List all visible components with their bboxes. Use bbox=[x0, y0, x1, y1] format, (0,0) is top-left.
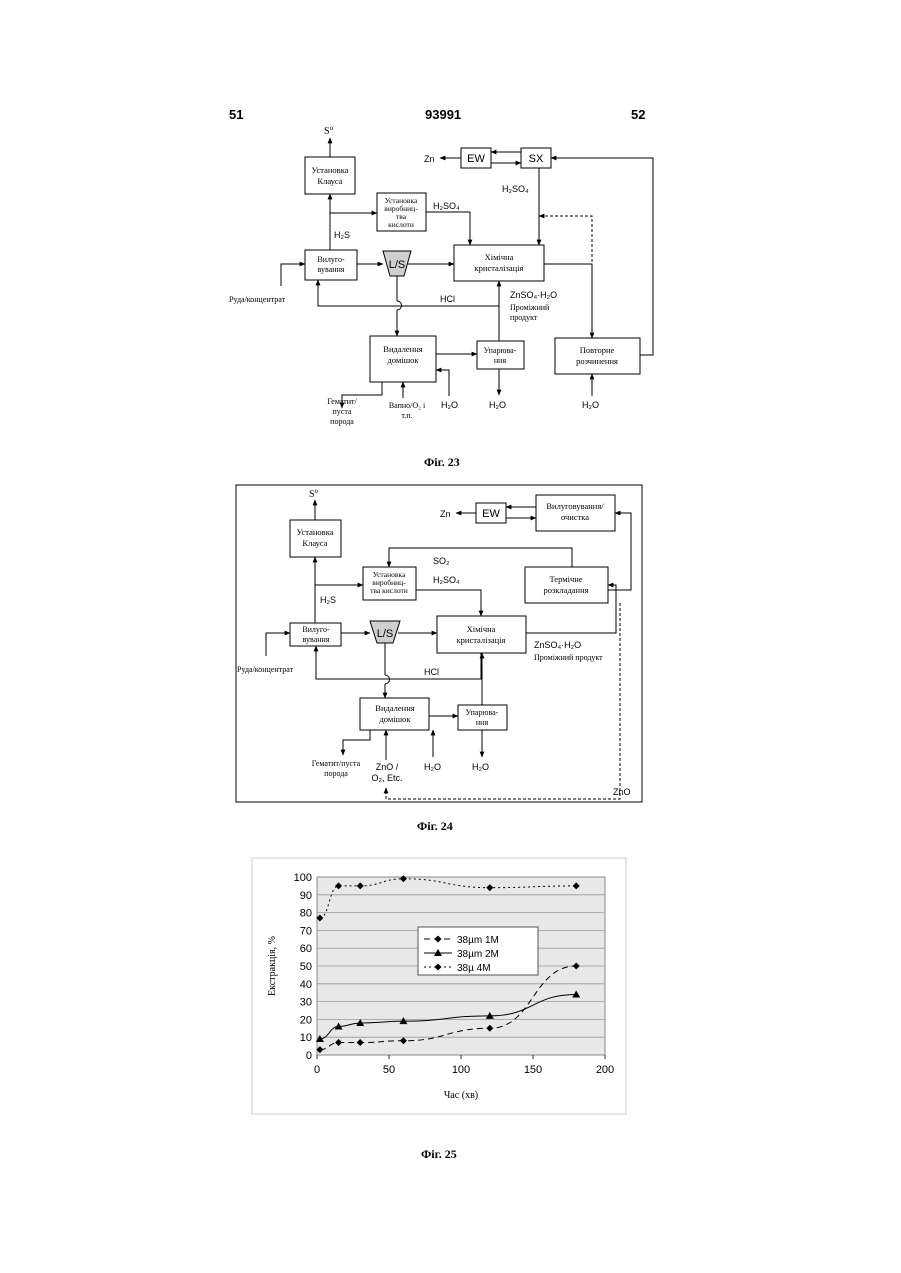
x-tick-label: 50 bbox=[383, 1064, 395, 1076]
y-tick-label: 60 bbox=[300, 943, 312, 955]
x-tick-label: 150 bbox=[524, 1064, 542, 1076]
y-tick-label: 20 bbox=[300, 1014, 312, 1026]
y-axis-label: Екстракція, % bbox=[267, 936, 278, 996]
y-tick-label: 40 bbox=[300, 979, 312, 991]
x-tick-label: 200 bbox=[596, 1064, 614, 1076]
figure-25-extraction-chart: 0 10 20 30 40 50 60 70 80 90 100 0 50 100 150 200 Час … bbox=[0, 0, 901, 1130]
x-axis-label: Час (хв) bbox=[444, 1090, 478, 1101]
y-tick-label: 90 bbox=[300, 890, 312, 902]
x-tick-label: 100 bbox=[452, 1064, 470, 1076]
y-tick-label: 100 bbox=[294, 872, 312, 884]
chart-legend: 38µm 1M 38µm 2M 38µ 4M bbox=[418, 927, 538, 975]
legend-entry-label: 38µ 4M bbox=[457, 963, 491, 974]
legend-entry-label: 38µm 1M bbox=[457, 935, 499, 946]
x-tick-label: 0 bbox=[314, 1064, 320, 1076]
y-tick-label: 70 bbox=[300, 925, 312, 937]
y-tick-label: 0 bbox=[306, 1050, 312, 1062]
fig25-caption: Фіг. 25 bbox=[421, 1147, 457, 1162]
y-tick-label: 30 bbox=[300, 997, 312, 1009]
y-tick-label: 50 bbox=[300, 961, 312, 973]
y-tick-label: 10 bbox=[300, 1032, 312, 1044]
legend-entry-label: 38µm 2M bbox=[457, 949, 499, 960]
y-tick-label: 80 bbox=[300, 908, 312, 920]
